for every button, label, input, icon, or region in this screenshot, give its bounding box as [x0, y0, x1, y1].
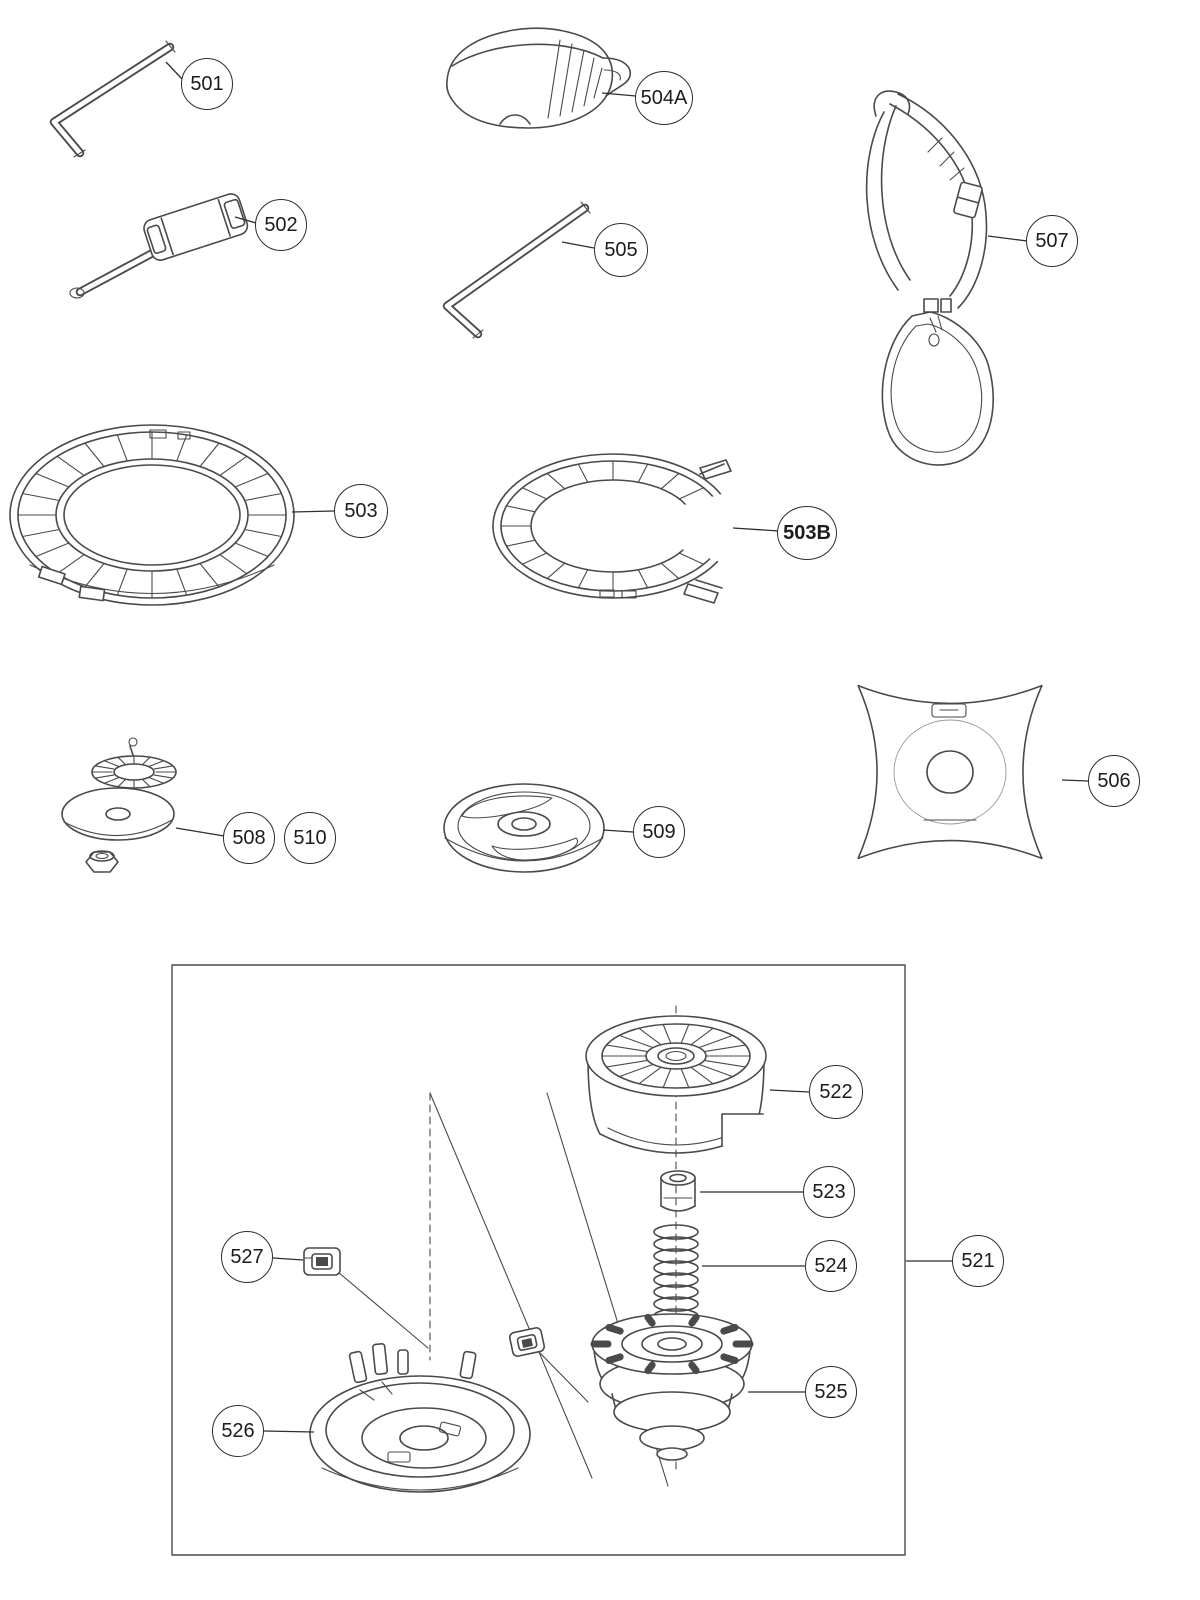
callout-505[interactable]: 505: [594, 223, 648, 277]
part-523-bushing-drawing: [660, 1170, 696, 1212]
callout-526-label: 526: [221, 1420, 255, 1442]
callout-522[interactable]: 522: [809, 1065, 863, 1119]
part-527-eyelet-clips-drawing: [303, 1247, 546, 1357]
callout-522-label: 522: [819, 1081, 853, 1103]
callout-508-label: 508: [232, 827, 266, 849]
callout-524[interactable]: 524: [805, 1240, 857, 1292]
callout-505-label: 505: [604, 239, 638, 261]
callout-508[interactable]: 508: [223, 812, 275, 864]
callout-524-label: 524: [814, 1255, 848, 1277]
part-501-hex-wrench-drawing: [49, 40, 176, 158]
callout-leader-lines: [165, 61, 1089, 1433]
callout-501-label: 501: [190, 73, 224, 95]
callout-502-label: 502: [264, 214, 298, 236]
callout-527[interactable]: 527: [221, 1231, 273, 1283]
callout-503B[interactable]: 503B: [777, 506, 837, 560]
part-506-brush-blade-drawing: [857, 684, 1043, 860]
callout-521[interactable]: 521: [952, 1235, 1004, 1287]
callout-510-label: 510: [293, 827, 327, 849]
callout-509-label: 509: [642, 821, 676, 843]
part-503-guard-ring-drawing: [9, 424, 295, 606]
callout-525[interactable]: 525: [805, 1366, 857, 1418]
part-522-drum-cap-drawing: [585, 1015, 767, 1154]
part-502-socket-wrench-drawing: [69, 193, 249, 299]
part-505-hex-wrench-drawing: [442, 201, 591, 339]
part-503B-guard-ring-drawing: [492, 453, 762, 604]
callout-521-label: 521: [961, 1250, 995, 1272]
part-508-510-head-drawing: [61, 737, 177, 873]
part-507-shoulder-harness-drawing: [865, 90, 994, 466]
callout-506-label: 506: [1097, 770, 1131, 792]
callout-503-label: 503: [344, 500, 378, 522]
assembly-box-frame: [171, 964, 906, 1556]
callout-503[interactable]: 503: [334, 484, 388, 538]
callout-509[interactable]: 509: [633, 806, 685, 858]
part-526-housing-drawing: [309, 1342, 531, 1493]
callout-523[interactable]: 523: [803, 1166, 855, 1218]
callout-523-label: 523: [812, 1181, 846, 1203]
callout-502[interactable]: 502: [255, 199, 307, 251]
callout-503B-label: 503B: [783, 522, 831, 544]
callout-507[interactable]: 507: [1026, 215, 1078, 267]
callout-510[interactable]: 510: [284, 812, 336, 864]
part-504A-safety-glasses-drawing: [446, 27, 631, 129]
callout-507-label: 507: [1035, 230, 1069, 252]
callout-525-label: 525: [814, 1381, 848, 1403]
part-525-spool-assembly-drawing: [590, 1313, 754, 1461]
callout-504A-label: 504A: [640, 87, 688, 109]
callout-501[interactable]: 501: [181, 58, 233, 110]
callout-506[interactable]: 506: [1088, 755, 1140, 807]
callout-527-label: 527: [230, 1246, 264, 1268]
callout-504A[interactable]: 504A: [635, 71, 693, 125]
part-509-spool-drawing: [443, 783, 605, 873]
callout-526[interactable]: 526: [212, 1405, 264, 1457]
